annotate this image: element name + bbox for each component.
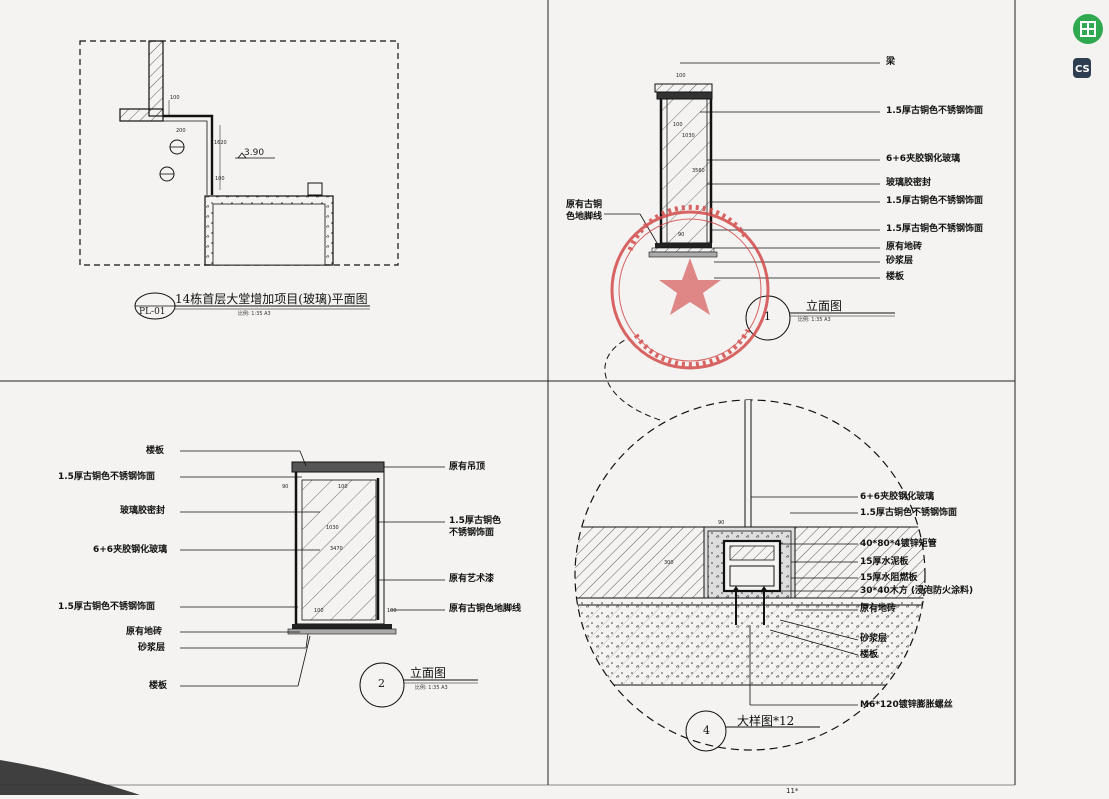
d4-dim-2: 300 — [664, 560, 674, 566]
d4-label-timber: 30*40木方 (浸泡防火涂料) — [860, 586, 974, 596]
e1-label-baseboard-1: 原有古铜 — [566, 200, 603, 210]
e2-dim-1: 90 — [282, 484, 289, 490]
e2-label-ceiling: 原有吊顶 — [449, 462, 486, 472]
d4-label-slab: 楼板 — [860, 650, 879, 660]
elevation-2 — [180, 450, 478, 708]
e1-number: 1 — [764, 310, 771, 323]
plan-view — [79, 40, 399, 320]
plan-title: 14栋首层大堂增加项目(玻璃)平面图 — [175, 292, 368, 306]
d4-label-cement-board: 15厚水泥板 — [860, 557, 909, 567]
e1-dim-2: 100 — [673, 122, 683, 128]
d4-label-bolt: M6*120镀锌膨胀螺丝 — [860, 700, 953, 710]
e1-dim-3: 1030 — [682, 133, 695, 139]
e1-label-beam: 梁 — [886, 57, 896, 67]
e1-label-glass: 6+6夹胶钢化玻璃 — [886, 154, 961, 164]
d4-label-tube: 40*80*4镀锌矩管 — [860, 539, 937, 549]
e2-label-sealant: 玻璃胶密封 — [120, 506, 166, 516]
company-seal — [610, 204, 770, 370]
d4-label-cladding: 1.5厚古铜色不锈钢饰面 — [860, 508, 957, 518]
photo-shadow — [0, 760, 140, 795]
d4-title: 大样图*12 — [737, 714, 795, 728]
e2-label-cladding-top: 1.5厚古铜色不锈钢饰面 — [58, 472, 155, 482]
e2-label-glass: 6+6夹胶钢化玻璃 — [93, 545, 168, 555]
app-icons: CS — [1069, 0, 1109, 90]
e2-title: 立面图 — [410, 666, 447, 680]
plan-dim-2: 200 — [176, 128, 186, 134]
e1-label-slab: 楼板 — [886, 272, 905, 282]
e2-label-cladding-right-2: 不锈钢饰面 — [449, 528, 495, 538]
e1-label-floor-tile: 原有地砖 — [886, 242, 923, 252]
d4-number: 4 — [703, 724, 710, 737]
e2-label-cladding-low: 1.5厚古铜色不锈钢饰面 — [58, 602, 155, 612]
e2-label-cladding-right-1: 1.5厚古铜色 — [449, 516, 501, 526]
plan-dim-3: 1620 — [214, 140, 227, 146]
e1-label-sealant: 玻璃胶密封 — [886, 178, 932, 188]
e2-label-baseboard: 原有古铜色地脚线 — [449, 604, 522, 614]
d4-dim-1: 90 — [718, 520, 725, 526]
page-number: 11* — [786, 787, 799, 795]
plan-level: 3.90 — [244, 148, 265, 158]
plan-dim-4: 100 — [215, 176, 225, 182]
e2-dim-5: 100 — [314, 608, 324, 614]
plan-tag: PL-01 — [139, 307, 166, 317]
svg-text:CS: CS — [1075, 64, 1090, 75]
e1-label-cladding-top: 1.5厚古铜色不锈钢饰面 — [886, 106, 983, 116]
plan-scale: 比例: 1:35 A3 — [238, 311, 271, 317]
e2-label-mortar: 砂浆层 — [138, 643, 166, 653]
detail-4 — [574, 339, 926, 752]
e2-dim-4: 3470 — [330, 546, 343, 552]
e1-scale: 比例: 1:35 A3 — [798, 317, 831, 323]
e2-label-slab-top: 楼板 — [146, 446, 165, 456]
e1-label-cladding-mid: 1.5厚古铜色不锈钢饰面 — [886, 196, 983, 206]
d4-label-glass: 6+6夹胶钢化玻璃 — [860, 492, 935, 502]
sheet-frame — [0, 0, 1016, 786]
plan-dim-1: 100 — [170, 95, 180, 101]
e1-dim-4: 3560 — [692, 168, 705, 174]
d4-label-mortar: 砂浆层 — [860, 634, 888, 644]
e2-label-slab-bottom: 楼板 — [149, 681, 168, 691]
d4-label-floor-tile: 原有地砖 — [860, 604, 897, 614]
e1-dim-5: 90 — [678, 232, 685, 238]
e2-dim-6: 100 — [387, 608, 397, 614]
e1-label-baseboard-2: 色地脚线 — [566, 212, 603, 222]
e2-label-paint: 原有艺术漆 — [449, 574, 495, 584]
e1-label-cladding-low: 1.5厚古铜色不锈钢饰面 — [886, 224, 983, 234]
e1-label-mortar: 砂浆层 — [886, 256, 914, 266]
e2-dim-2: 100 — [338, 484, 348, 490]
elevation-1 — [604, 62, 895, 341]
e1-title: 立面图 — [806, 299, 843, 313]
e2-label-floor-tile: 原有地砖 — [126, 627, 163, 637]
cs-scanner-icon[interactable]: CS — [1073, 58, 1091, 78]
e2-dim-3: 1030 — [326, 525, 339, 531]
e2-number: 2 — [378, 677, 385, 690]
d4-label-fire-board: 15厚水阻燃板 — [860, 573, 918, 583]
e1-dim-1: 100 — [676, 73, 686, 79]
e2-scale: 比例: 1:35 A3 — [415, 685, 448, 691]
app-green-icon[interactable] — [1073, 14, 1103, 44]
